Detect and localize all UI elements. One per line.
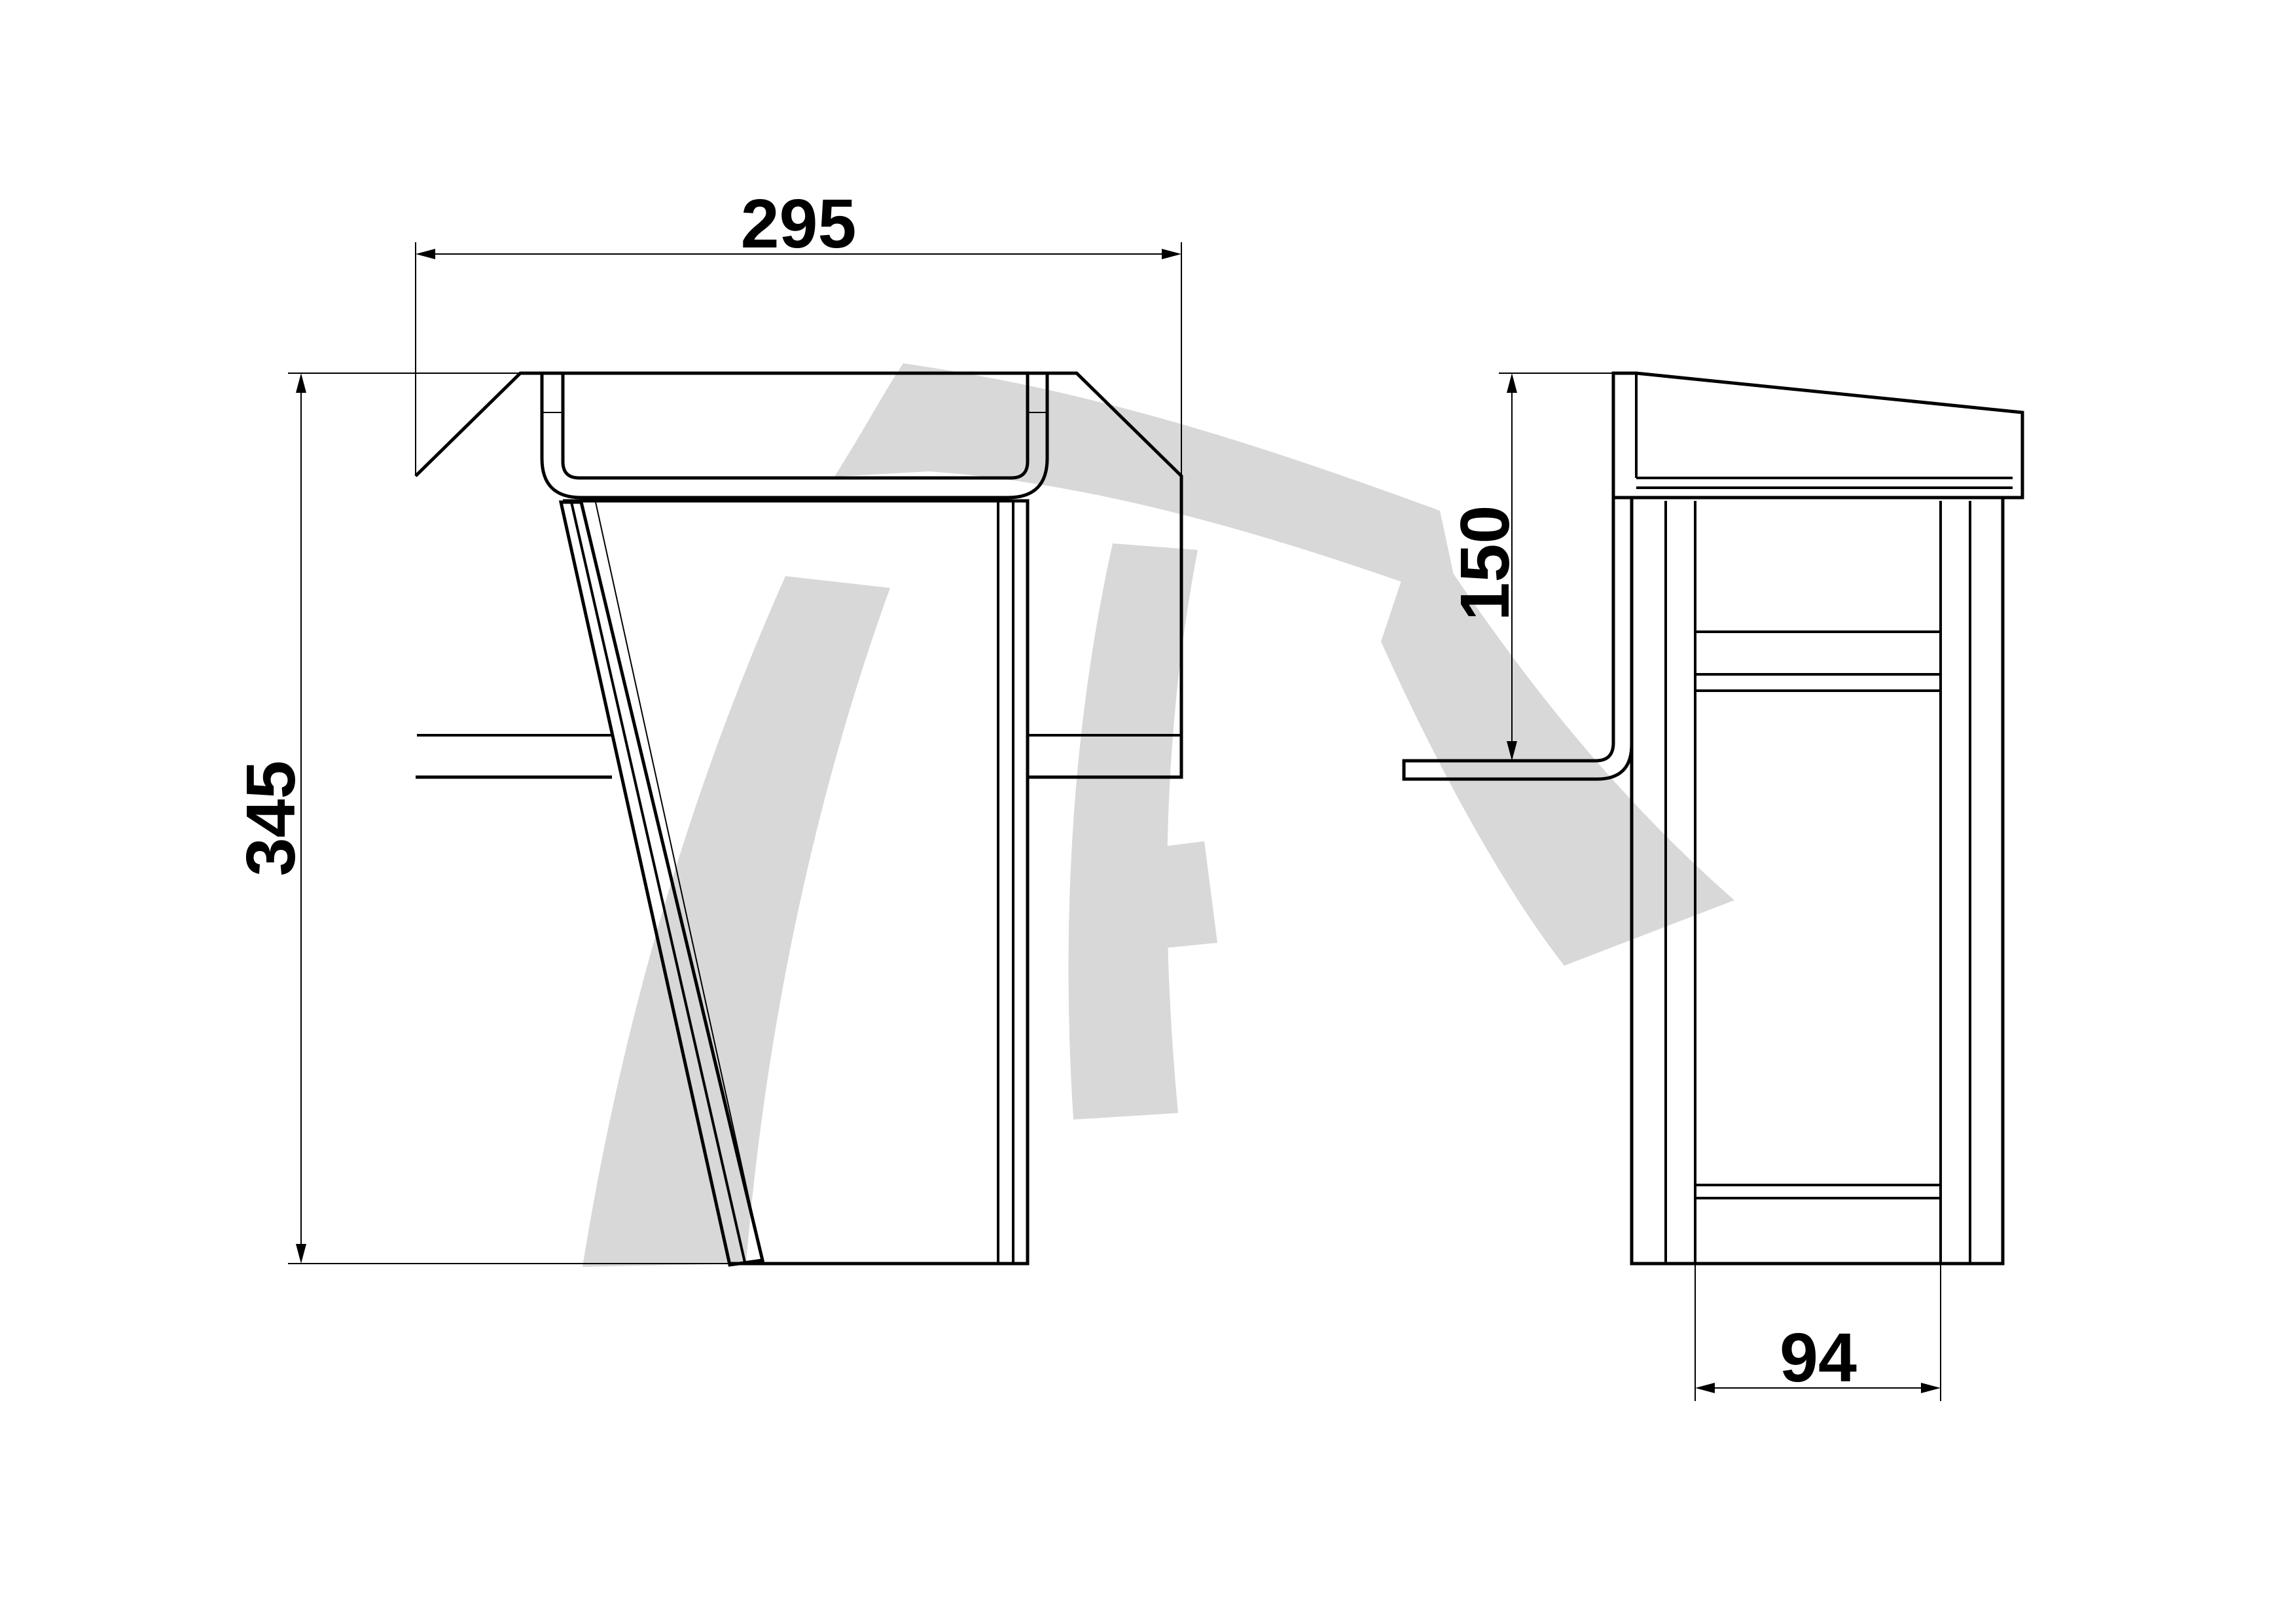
dim-label-150: 150 [1446, 505, 1524, 621]
side-lid [1611, 371, 2024, 500]
watermark-stroke-right [1381, 524, 1734, 966]
dim-label-94: 94 [1780, 1319, 1857, 1396]
watermark-logo [583, 363, 1734, 1267]
front-handle-outer [540, 374, 1049, 500]
side-body-outline [1630, 496, 2005, 1266]
watermark-stroke-bar [1073, 841, 1217, 956]
dim-label-345: 345 [232, 761, 310, 877]
side-bracket [1402, 498, 1634, 781]
front-slanted-panel-inner [570, 501, 746, 1263]
watermark-stroke-middle [1068, 543, 1198, 1120]
dim-150-arrow-bottom [1507, 741, 1517, 761]
dim-label-295: 295 [741, 185, 857, 263]
dim-94-arrow-right [1921, 1383, 1941, 1393]
dim-345-arrow-bottom [296, 1244, 306, 1264]
dim-150-arrow-top [1507, 373, 1517, 393]
dim-94-arrow-left [1695, 1383, 1715, 1393]
front-basket-outline [563, 499, 1030, 1266]
front-view: 295 345 [232, 185, 1183, 1267]
front-handle-inner [561, 374, 1030, 480]
side-view: 150 94 [1402, 371, 2024, 1401]
dim-295-arrow-left [416, 249, 435, 259]
watermark-stroke-left [583, 576, 890, 1267]
dim-295-arrow-right [1162, 249, 1181, 259]
dim-345-arrow-top [296, 373, 306, 393]
front-slanted-panel-thin [595, 501, 763, 1261]
watermark-stroke-top [834, 363, 1460, 602]
